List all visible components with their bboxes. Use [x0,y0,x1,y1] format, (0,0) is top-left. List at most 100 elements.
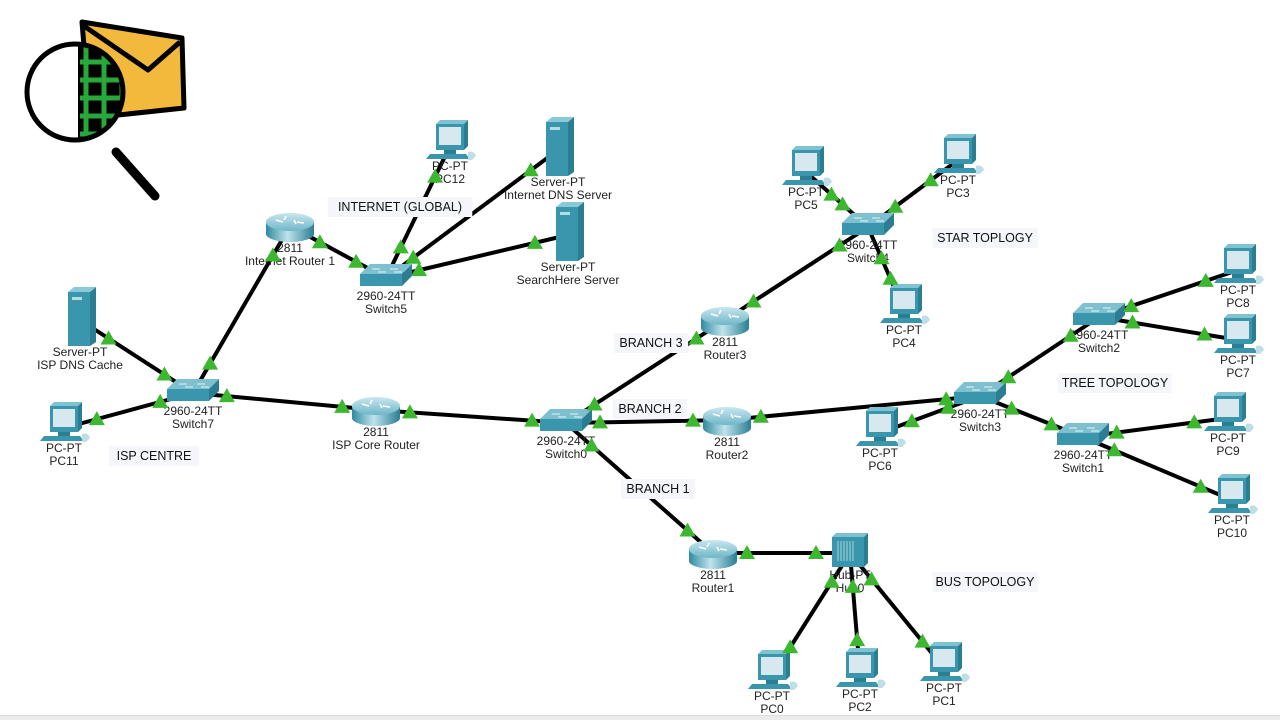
pc-icon[interactable] [748,650,798,690]
pc-icon[interactable] [1204,392,1254,432]
cable-switch1-pc10[interactable] [1082,435,1233,502]
switch-icon[interactable] [954,382,1006,404]
device-name-label: PC3 [946,186,970,200]
router-icon[interactable] [703,407,751,436]
link-up-indicator [1124,314,1141,329]
pc-icon[interactable] [880,284,930,324]
switch-icon[interactable] [360,264,412,286]
device-model-label: 2960-24TT [357,289,416,303]
server-icon[interactable] [556,202,584,261]
pc-icon[interactable] [1208,474,1258,514]
hub-icon[interactable] [832,533,868,567]
zone-label-background [613,333,689,353]
link-up-indicator [863,571,880,586]
pc-icon[interactable] [40,402,90,442]
device-model-label: 2960-24TT [839,238,898,252]
link-up-indicator [1003,400,1020,415]
link-up-indicator [688,330,705,345]
device-model-label: 2960-24TT [1054,448,1113,462]
switch-icon[interactable] [167,379,219,401]
pc-icon[interactable] [1214,314,1264,354]
device-model-label: PC-PT [788,185,825,199]
zone-label-text: STAR TOPLOGY [937,231,1034,245]
pc-icon[interactable] [426,120,476,160]
cable-isp-dns-switch7[interactable] [78,318,195,395]
device-name-label: PC5 [794,198,818,212]
device-model-label: PC-PT [1210,431,1247,445]
router-icon[interactable] [266,213,314,242]
cable-switch0-router2[interactable] [565,418,728,425]
device-model-label: PC-PT [1220,353,1257,367]
switch-icon[interactable] [842,213,894,235]
pc-icon[interactable] [782,146,832,186]
device-model-label: PC-PT [46,441,83,455]
switch-icon[interactable] [1073,303,1125,325]
switch-icon[interactable] [1057,423,1109,445]
cable-router2-switch3[interactable] [726,394,981,422]
link-up-indicator [526,234,543,249]
pc-icon[interactable] [836,648,886,688]
server-icon[interactable] [68,287,96,346]
pc-icon[interactable] [1214,244,1264,284]
link-up-indicator [823,573,840,588]
link-up-indicator [334,398,351,413]
link-up-indicator [1197,272,1214,287]
zone-label-text: BRANCH 2 [618,402,681,416]
device-model-label: 2811 [714,435,740,449]
device-name-label: Router3 [704,348,747,362]
cable-hub0-pc1[interactable] [848,551,946,670]
pc-icon[interactable] [934,134,984,174]
router-icon[interactable] [352,397,400,426]
link-up-indicator [849,632,866,647]
device-name-label: ISP DNS Cache [37,358,123,372]
router-icon[interactable] [689,540,737,569]
link-up-indicator [808,545,824,559]
device-hub0[interactable]: Hub-PTHub0 [829,533,871,595]
device-model-label: PC-PT [842,687,879,701]
link-up-indicator [583,437,600,452]
cable-switch2-pc7[interactable] [1098,315,1239,342]
router-icon[interactable] [701,307,749,336]
link-up-indicator [152,393,169,408]
link-up-indicator [903,413,920,428]
switch-icon[interactable] [540,409,592,431]
pc-icon[interactable] [920,642,970,682]
link-up-indicator [591,414,608,429]
link-up-indicator [823,186,840,201]
device-name-label: Switch1 [1062,461,1104,475]
link-up-indicator [831,237,848,252]
server-icon[interactable] [546,117,574,176]
zone-label-background [932,572,1038,592]
link-up-indicator [834,196,851,211]
pc-icon[interactable] [856,407,906,447]
link-up-indicator [311,234,328,249]
